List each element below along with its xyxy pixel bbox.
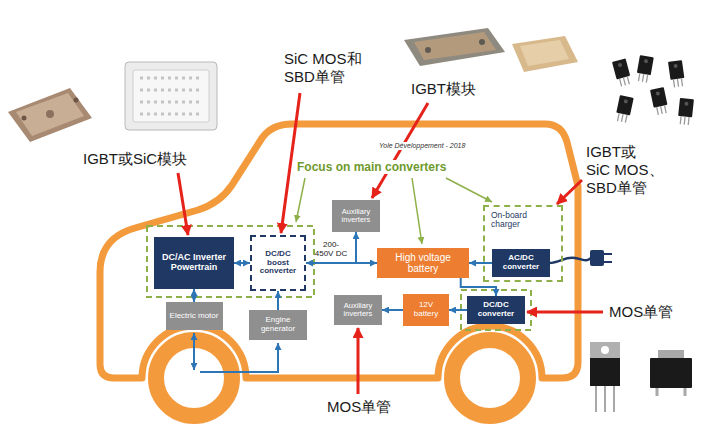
connector: [234, 262, 250, 264]
node-text: Engine generator: [252, 316, 304, 334]
callout-label: IGBT模块: [410, 80, 477, 98]
node-text: Electric motor: [170, 312, 219, 321]
focus-pointer: [296, 178, 492, 244]
discrete-mos-picture: [590, 342, 692, 412]
plug-icon: [549, 250, 612, 266]
connector: [193, 289, 195, 302]
motor-box: Electric motor: [166, 302, 223, 330]
auxiliary-box: Auxiliary inverters: [334, 295, 382, 325]
converter-box: DC/DC converter: [467, 296, 525, 324]
battery-box: High voltage battery: [377, 248, 469, 278]
charger-group: On-board chargerAC/DC converter: [483, 205, 563, 282]
converter-box: AC/DC converter: [492, 249, 550, 277]
callout-label: SiC MOS和 SBD单管: [283, 50, 363, 86]
node-text: AC/DC converter: [495, 254, 547, 272]
boost-box: DC/DC boost converter: [250, 235, 306, 291]
callout-label: IGBT或SiC模块: [82, 150, 188, 168]
discrete-transistor-picture: [612, 55, 694, 125]
node-text: DC/DC converter: [470, 301, 522, 319]
node-text: Auxiliary inverters: [335, 208, 377, 225]
igbt-module-picture: [404, 28, 578, 72]
focus-note: Focus on main converters: [296, 160, 447, 174]
callout-label: IGBT或 SiC MOS、 SBD单管: [585, 143, 665, 197]
wheel: [452, 340, 528, 416]
node-text: 12V battery: [406, 301, 446, 319]
auxiliary-box: Auxiliary inverters: [332, 200, 380, 232]
sic-module-picture: [125, 62, 217, 130]
node-text: DC/DC boost converter: [255, 250, 301, 276]
node-text: High voltage battery: [380, 252, 466, 274]
connector: [277, 291, 279, 310]
battery-box: 12V battery: [403, 294, 449, 326]
generator-box: Engine generator: [249, 310, 307, 340]
inverter-box: DC/AC Inverter Powertrain: [154, 237, 234, 289]
connector: [449, 309, 467, 311]
edge-label: 200-450V DC: [315, 241, 348, 259]
connector: [306, 232, 356, 263]
connector: [382, 309, 403, 311]
connector: [469, 262, 492, 264]
header-rule: [22, 39, 692, 42]
callout-label: MOS单管: [608, 303, 674, 321]
callout-label: MOS单管: [326, 398, 392, 416]
watermark: Yole Développement - 2018: [378, 142, 466, 150]
igbt-module-picture: [8, 88, 92, 142]
node-text: On-board charger: [491, 211, 553, 230]
node-text: Auxiliary inverters: [337, 302, 379, 319]
node-text: DC/AC Inverter Powertrain: [157, 253, 231, 273]
focus-group-outline: [461, 290, 531, 330]
callout-arrow: [178, 93, 603, 394]
focus-group-outline: [147, 226, 314, 297]
